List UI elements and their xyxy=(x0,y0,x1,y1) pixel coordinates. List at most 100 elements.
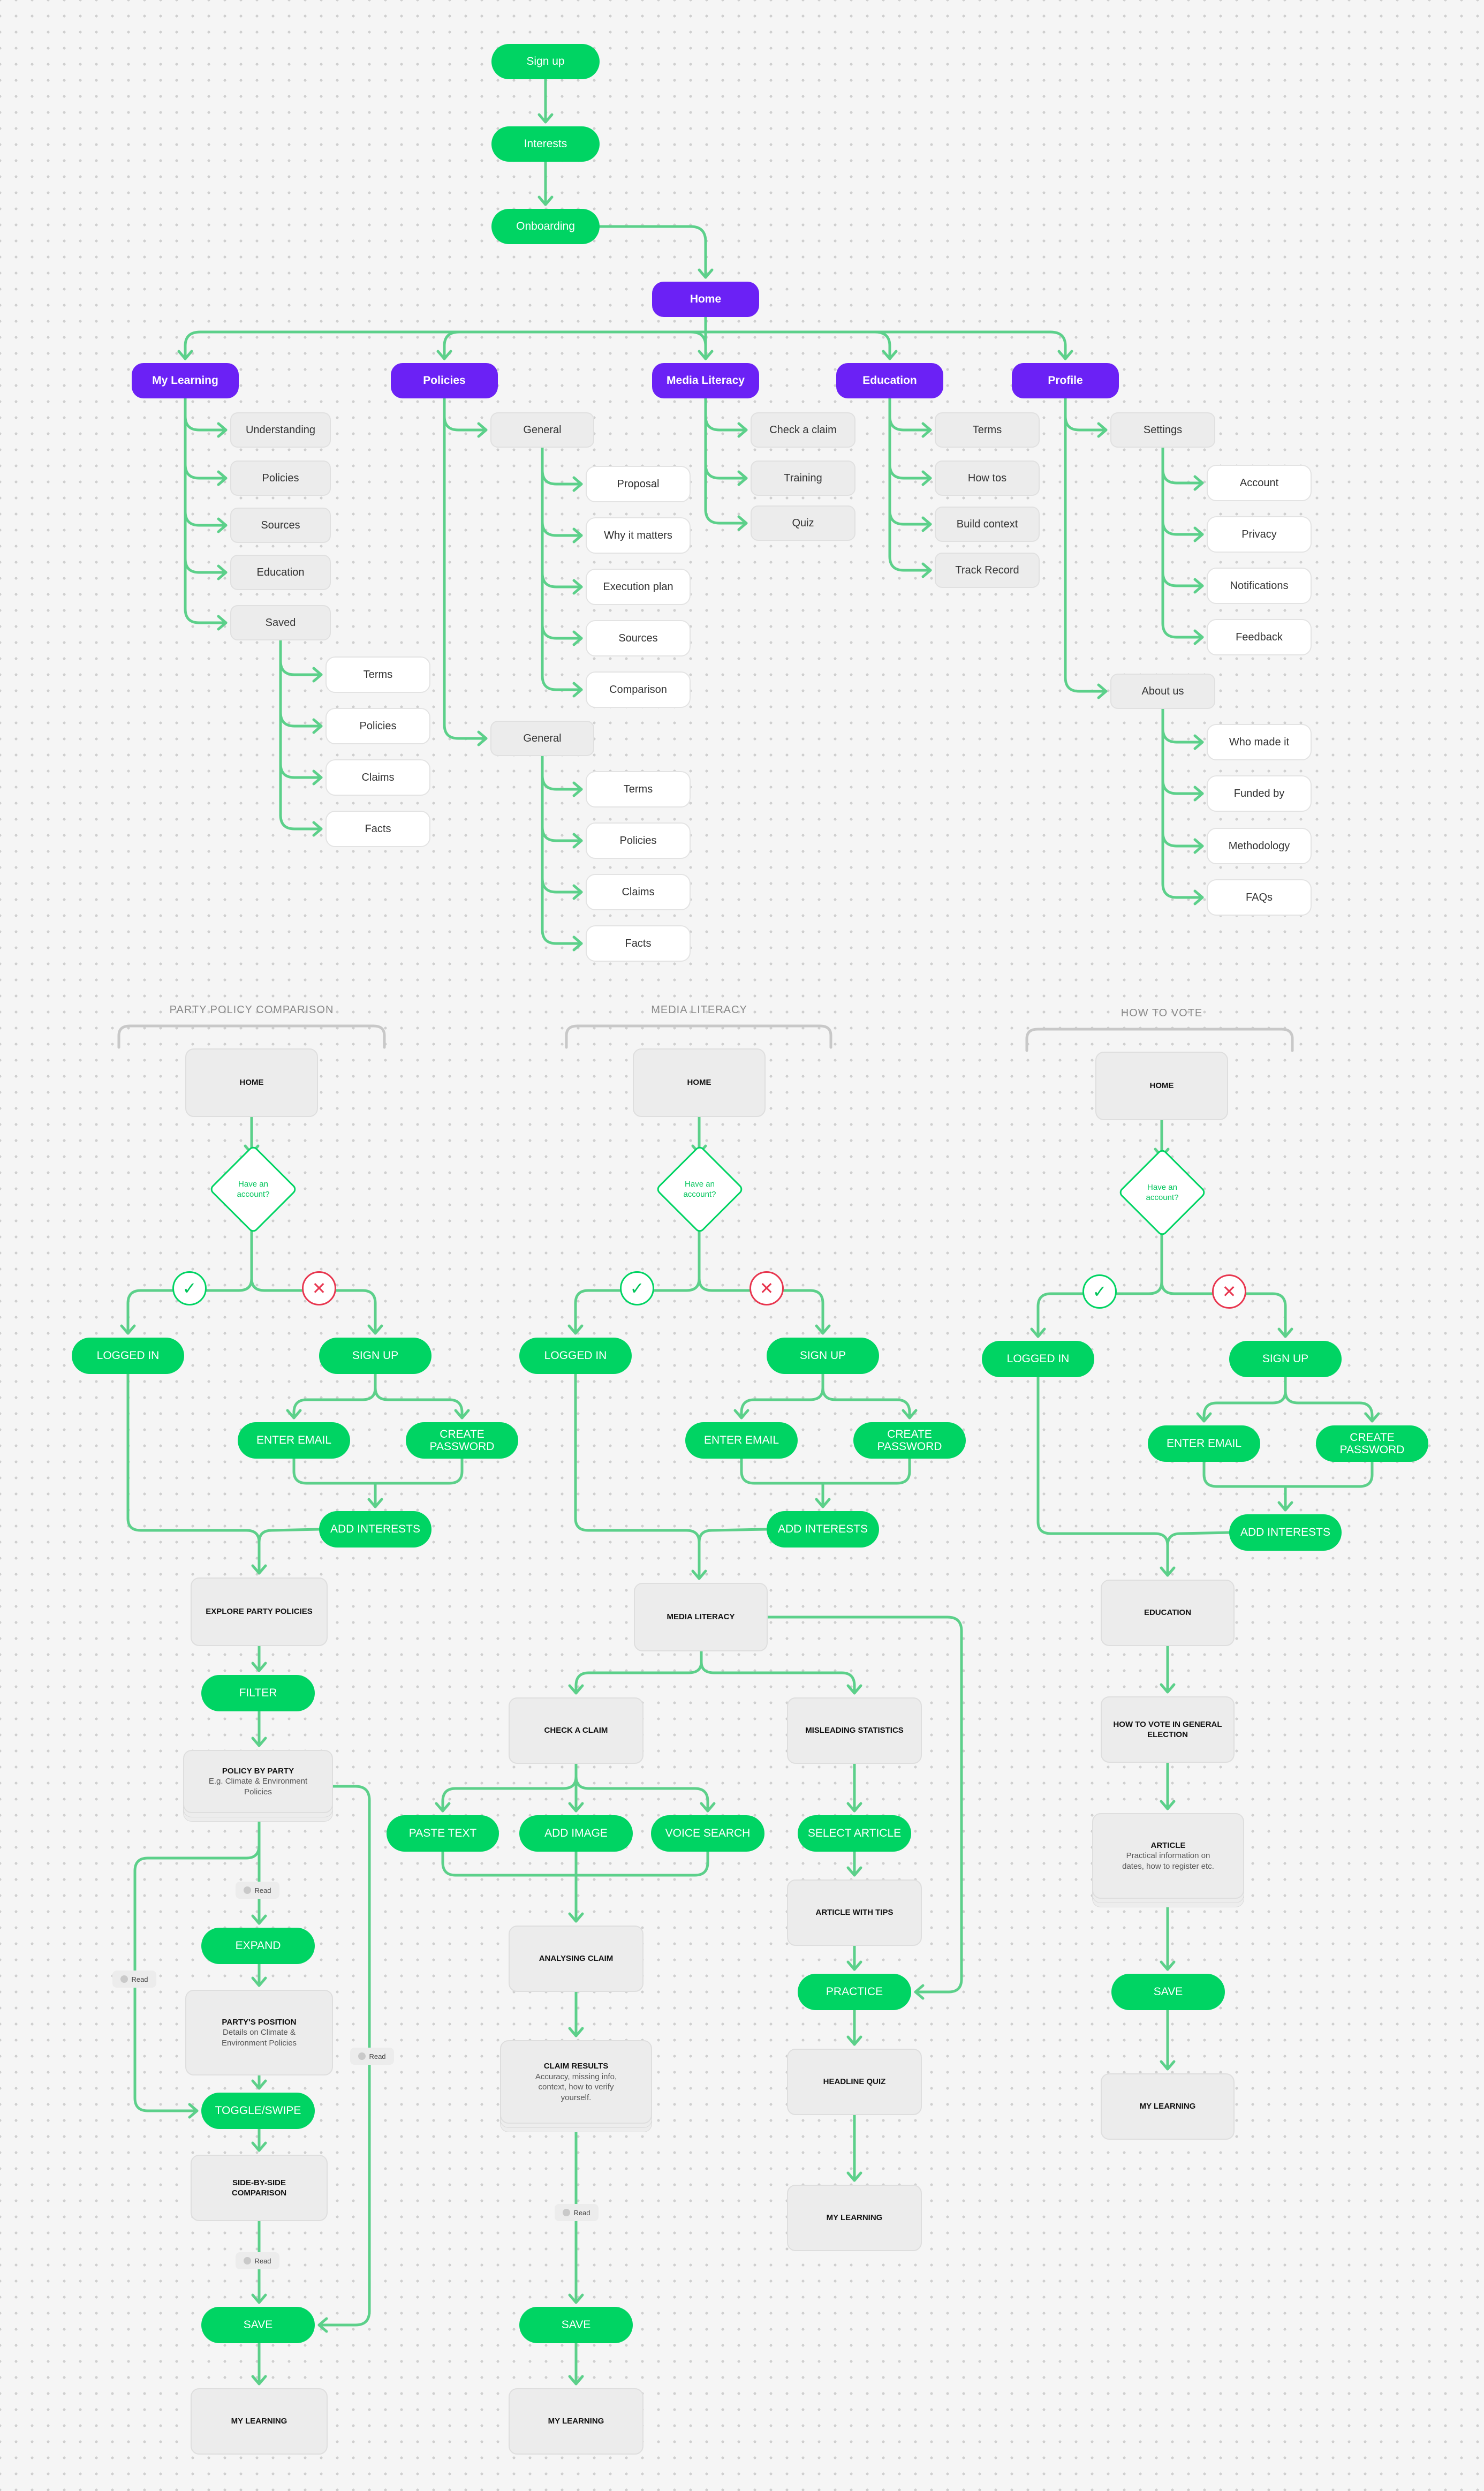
saved-terms[interactable]: Terms xyxy=(325,656,430,693)
media-literacy-box[interactable]: MEDIA LITERACY xyxy=(634,1583,768,1651)
party-add-interests[interactable]: ADD INTERESTS xyxy=(319,1511,431,1548)
about-who-made-it[interactable]: Who made it xyxy=(1207,724,1312,760)
party-sign-up[interactable]: SIGN UP xyxy=(319,1338,431,1374)
ml-policies[interactable]: Policies xyxy=(230,461,331,496)
media-sign-up[interactable]: SIGN UP xyxy=(767,1338,879,1374)
party-side-by-side[interactable]: SIDE-BY-SIDE COMPARISON xyxy=(191,2155,328,2221)
media-create-password[interactable]: CREATE PASSWORD xyxy=(853,1422,966,1459)
saved-claims[interactable]: Claims xyxy=(325,759,430,796)
media-check-a-claim[interactable]: Check a claim xyxy=(751,412,855,448)
interests-node[interactable]: Interests xyxy=(491,126,600,162)
general-why-it-matters[interactable]: Why it matters xyxy=(586,517,691,554)
party-explore-policies[interactable]: EXPLORE PARTY POLICIES xyxy=(191,1577,328,1646)
settings-account[interactable]: Account xyxy=(1207,465,1312,501)
vote-my-learning[interactable]: MY LEARNING xyxy=(1101,2073,1235,2140)
ml-sources[interactable]: Sources xyxy=(230,508,331,543)
party-my-learning[interactable]: MY LEARNING xyxy=(191,2388,328,2455)
party-home[interactable]: HOME xyxy=(185,1048,318,1117)
media-article-with-tips[interactable]: ARTICLE WITH TIPS xyxy=(787,1879,922,1946)
party-create-password[interactable]: CREATE PASSWORD xyxy=(406,1422,518,1459)
onboarding-node[interactable]: Onboarding xyxy=(491,209,600,244)
ml-saved[interactable]: Saved xyxy=(230,605,331,640)
party-partys-position[interactable]: PARTY'S POSITION Details on Climate & En… xyxy=(185,1990,333,2075)
category-education[interactable]: Education xyxy=(836,363,943,398)
about-faqs[interactable]: FAQs xyxy=(1207,879,1312,916)
vote-add-interests[interactable]: ADD INTERESTS xyxy=(1229,1514,1342,1551)
media-enter-email[interactable]: ENTER EMAIL xyxy=(685,1422,798,1459)
general-proposal[interactable]: Proposal xyxy=(586,466,691,502)
vote-sign-up[interactable]: SIGN UP xyxy=(1229,1341,1342,1377)
media-practice[interactable]: PRACTICE xyxy=(798,1974,911,2010)
media-select-article[interactable]: SELECT ARTICLE xyxy=(798,1815,911,1852)
vote-education[interactable]: EDUCATION xyxy=(1101,1580,1235,1646)
party-save[interactable]: SAVE xyxy=(201,2307,315,2343)
settings-notifications[interactable]: Notifications xyxy=(1207,568,1312,604)
vote-logged-in[interactable]: LOGGED IN xyxy=(982,1341,1094,1377)
connector-line xyxy=(541,825,583,842)
media-voice-search[interactable]: VOICE SEARCH xyxy=(651,1815,764,1852)
ml-education[interactable]: Education xyxy=(230,555,331,590)
about-funded-by[interactable]: Funded by xyxy=(1207,775,1312,812)
media-add-interests[interactable]: ADD INTERESTS xyxy=(767,1511,879,1548)
media-paste-text[interactable]: PASTE TEXT xyxy=(387,1815,499,1852)
general-comparison[interactable]: Comparison xyxy=(586,671,691,708)
general-execution-plan[interactable]: Execution plan xyxy=(586,569,691,605)
general2-facts[interactable]: Facts xyxy=(586,925,691,962)
profile-settings[interactable]: Settings xyxy=(1110,412,1215,448)
profile-about-us[interactable]: About us xyxy=(1110,674,1215,709)
media-claim-results[interactable]: CLAIM RESULTS Accuracy, missing info, co… xyxy=(500,2040,652,2124)
vote-article[interactable]: ARTICLE Practical information on dates, … xyxy=(1092,1813,1244,1899)
category-media-literacy[interactable]: Media Literacy xyxy=(652,363,759,398)
settings-feedback[interactable]: Feedback xyxy=(1207,619,1312,655)
party-enter-email[interactable]: ENTER EMAIL xyxy=(238,1422,350,1459)
policies-general-2[interactable]: General xyxy=(490,721,594,756)
media-logged-in[interactable]: LOGGED IN xyxy=(519,1338,632,1374)
policies-general-1[interactable]: General xyxy=(490,412,594,448)
category-my-learning[interactable]: My Learning xyxy=(132,363,239,398)
media-check-a-claim-box[interactable]: CHECK A CLAIM xyxy=(509,1697,643,1764)
edu-track-record[interactable]: Track Record xyxy=(935,553,1040,588)
general2-terms[interactable]: Terms xyxy=(586,771,691,807)
party-toggle-swipe[interactable]: TOGGLE/SWIPE xyxy=(201,2093,315,2129)
party-filter[interactable]: FILTER xyxy=(201,1675,315,1711)
vote-how-to-vote[interactable]: HOW TO VOTE IN GENERAL ELECTION xyxy=(1101,1696,1235,1763)
general2-policies[interactable]: Policies xyxy=(586,822,691,859)
edu-build-context[interactable]: Build context xyxy=(935,507,1040,542)
media-home[interactable]: HOME xyxy=(633,1048,766,1117)
home-node[interactable]: Home xyxy=(652,282,759,317)
media-my-learning-2[interactable]: MY LEARNING xyxy=(787,2185,922,2251)
party-logged-in[interactable]: LOGGED IN xyxy=(72,1338,184,1374)
vote-decision-label: Have an account? xyxy=(1146,1182,1179,1203)
media-headline-quiz[interactable]: HEADLINE QUIZ xyxy=(787,2049,922,2115)
vote-save[interactable]: SAVE xyxy=(1111,1974,1225,2010)
party-policy-by-party[interactable]: POLICY BY PARTY E.g. Climate & Environme… xyxy=(183,1750,333,1813)
arrow-head xyxy=(1160,1800,1176,1810)
general2-claims[interactable]: Claims xyxy=(586,874,691,910)
about-methodology[interactable]: Methodology xyxy=(1207,828,1312,864)
media-quiz[interactable]: Quiz xyxy=(751,505,855,541)
general-sources[interactable]: Sources xyxy=(586,620,691,656)
read-badge-4: Read xyxy=(236,2252,279,2269)
saved-facts[interactable]: Facts xyxy=(325,811,430,847)
media-misleading-statistics[interactable]: MISLEADING STATISTICS xyxy=(787,1697,922,1764)
saved-policies[interactable]: Policies xyxy=(325,708,430,744)
media-analysing-claim[interactable]: ANALYSING CLAIM xyxy=(509,1926,643,1992)
media-save[interactable]: SAVE xyxy=(519,2307,633,2343)
ml-understanding[interactable]: Understanding xyxy=(230,412,331,448)
category-profile[interactable]: Profile xyxy=(1012,363,1119,398)
settings-privacy[interactable]: Privacy xyxy=(1207,516,1312,553)
vote-enter-email[interactable]: ENTER EMAIL xyxy=(1148,1425,1260,1462)
signup-node[interactable]: Sign up xyxy=(491,44,600,79)
arrow-head xyxy=(572,630,583,646)
edu-terms[interactable]: Terms xyxy=(935,412,1040,448)
media-add-image[interactable]: ADD IMAGE xyxy=(519,1815,633,1852)
party-expand[interactable]: EXPAND xyxy=(201,1928,315,1964)
category-policies[interactable]: Policies xyxy=(391,363,498,398)
media-my-learning-1[interactable]: MY LEARNING xyxy=(509,2388,643,2455)
arrow-head xyxy=(1097,683,1108,699)
media-training[interactable]: Training xyxy=(751,461,855,496)
edu-how-tos[interactable]: How tos xyxy=(935,461,1040,496)
vote-create-password[interactable]: CREATE PASSWORD xyxy=(1316,1425,1428,1462)
vote-home[interactable]: HOME xyxy=(1095,1052,1228,1120)
